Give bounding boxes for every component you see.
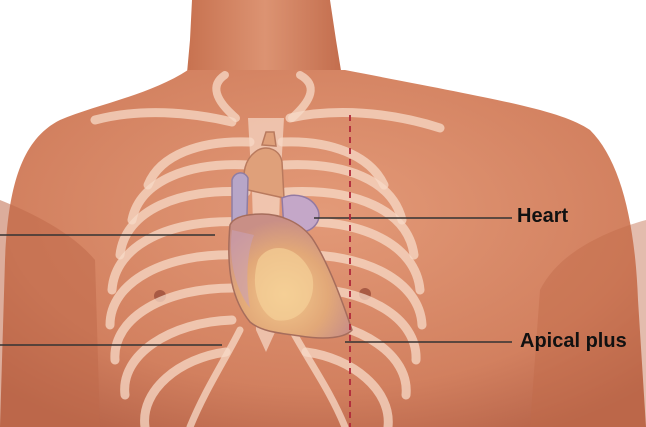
apical-label: Apical plus <box>520 330 627 353</box>
heart-label: Heart <box>517 205 568 228</box>
